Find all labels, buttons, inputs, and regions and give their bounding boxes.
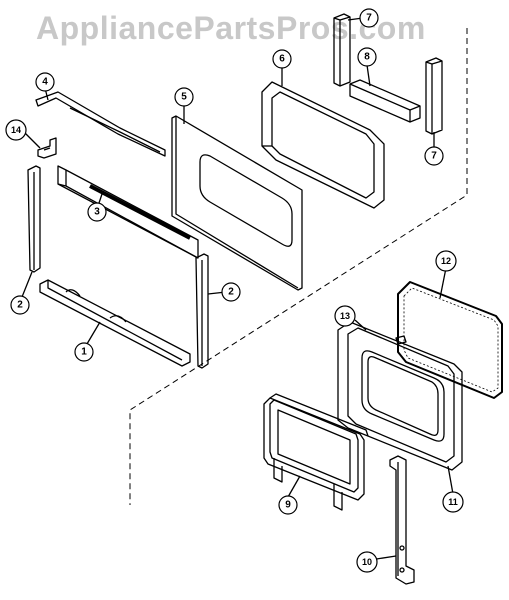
callout-label-10: 10	[362, 557, 372, 567]
part-7-spacer-right	[425, 57, 443, 135]
callout-label-4: 4	[42, 77, 48, 88]
callout-label-2-right: 2	[228, 287, 234, 298]
callout-circle-4	[35, 72, 55, 92]
callout-label-1: 1	[81, 347, 87, 358]
part-12-gasket	[397, 281, 503, 399]
callout-circle-11	[442, 491, 464, 513]
callout-circle-8	[357, 47, 377, 67]
callout-circle-7-top	[359, 8, 379, 28]
dashed-separator	[129, 28, 468, 505]
leader-11	[447, 465, 454, 495]
part-3-channel	[57, 165, 199, 259]
callout-label-9: 9	[285, 500, 291, 511]
part-8-spacer-block	[349, 79, 421, 123]
leader-14	[23, 131, 41, 149]
callout-label-2-left: 2	[17, 300, 23, 311]
callout-label-14: 14	[11, 125, 21, 135]
callouts	[5, 8, 464, 573]
leader-8	[366, 64, 371, 87]
leader-12	[439, 267, 447, 299]
leader-9	[287, 475, 301, 498]
callout-circle-6	[272, 49, 292, 69]
callout-circle-2-left	[10, 295, 30, 315]
part-6-glass-frame	[261, 81, 385, 209]
callout-circle-1	[74, 342, 94, 362]
callout-label-5: 5	[181, 92, 187, 103]
callout-circle-13	[334, 305, 356, 327]
callout-circle-9	[278, 495, 298, 515]
callout-label-8: 8	[364, 52, 370, 63]
part-1-bottom-trim	[39, 279, 191, 367]
callout-circle-5	[174, 87, 194, 107]
part-14-bracket	[37, 137, 57, 159]
part-7-spacer-top	[333, 13, 351, 87]
callout-label-3: 3	[94, 207, 100, 218]
part-9-glass-pack	[263, 393, 369, 511]
part-5-outer-panel	[171, 115, 303, 291]
callout-circle-14	[5, 119, 27, 141]
part-10-side-bracket	[389, 455, 415, 585]
part-4-top-trim	[35, 91, 166, 157]
part-2-right-trim	[195, 253, 209, 369]
part-2-left-trim	[27, 165, 41, 273]
part-13-inner-liner	[337, 321, 463, 471]
callout-label-7-right: 7	[431, 151, 437, 162]
callout-label-7-top: 7	[366, 13, 372, 24]
callout-circle-3	[87, 202, 107, 222]
callout-label-13: 13	[340, 311, 350, 321]
callout-label-12: 12	[441, 256, 451, 266]
callout-circle-10	[356, 551, 378, 573]
callout-circle-12	[435, 250, 457, 272]
callout-label-11: 11	[448, 497, 458, 507]
leader-13	[354, 319, 367, 331]
callout-circle-2-right	[221, 282, 241, 302]
callout-label-6: 6	[279, 54, 285, 65]
callout-circle-7-right	[424, 146, 444, 166]
